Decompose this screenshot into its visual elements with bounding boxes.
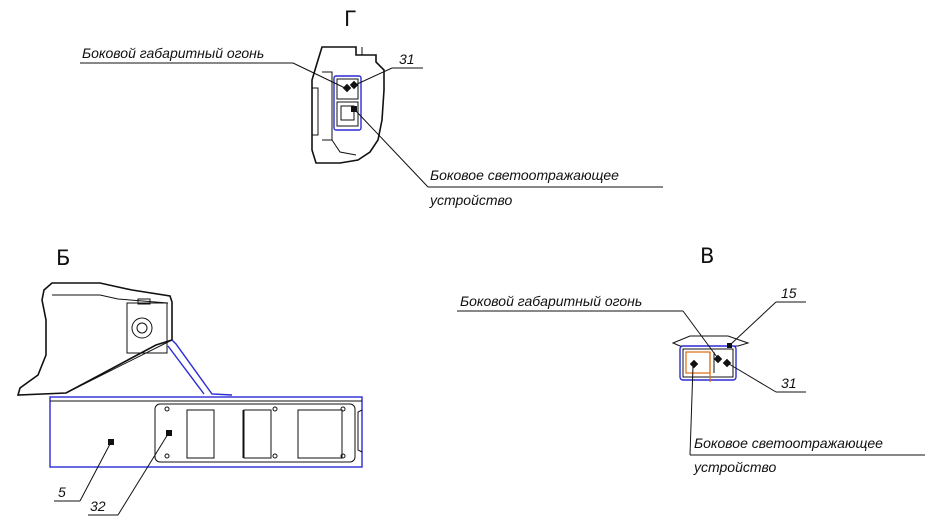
view-v-marker-reflector <box>689 359 699 369</box>
leader-v-31 <box>728 363 777 393</box>
view-b-window-1 <box>186 409 215 459</box>
label-b-32: 32 <box>90 498 106 514</box>
view-g-top-notch <box>356 47 363 56</box>
view-g: Г Боковой габаритный огонь 31 Боковое св… <box>80 7 663 208</box>
label-v-reflector-line1: Боковое светоотражающее <box>694 435 883 451</box>
view-b-lamp-cap <box>137 298 151 305</box>
view-g-marker-dot-3 <box>351 106 357 112</box>
view-b-marker-32 <box>166 430 172 436</box>
view-b-panel-right-lip <box>357 409 363 453</box>
view-b: Б 5 <box>16 246 363 516</box>
view-g-lamp-housing <box>333 75 362 131</box>
leader-g-reflector <box>355 110 429 188</box>
view-b-round-lamp <box>131 317 153 339</box>
view-title-v: В <box>700 244 714 268</box>
view-g-side-bracket <box>312 87 319 136</box>
view-b-lamp-block <box>126 302 168 354</box>
view-title-g: Г <box>344 7 357 31</box>
view-b-cab-roofline <box>52 294 169 304</box>
view-v-cap <box>671 335 750 347</box>
label-g-reflector-line1: Боковое светоотражающее <box>430 167 619 183</box>
view-g-marker-dot-2 <box>349 80 359 90</box>
view-title-b: Б <box>56 246 70 270</box>
view-g-inner-frame <box>322 71 333 141</box>
view-b-support-strut <box>65 339 173 394</box>
view-b-hole-2 <box>164 453 170 459</box>
leader-v-reflector <box>689 365 694 456</box>
view-v-marker-31 <box>722 358 732 368</box>
label-v-31: 31 <box>781 375 797 391</box>
view-b-mount-strap-2 <box>167 345 205 395</box>
view-g-marker-dot-1 <box>342 83 352 93</box>
view-g-bottom-curve <box>331 139 357 156</box>
view-g-reflector <box>336 101 359 127</box>
leader-b-5 <box>79 443 111 502</box>
view-v-housing <box>679 345 737 381</box>
view-b-window-plate <box>154 403 356 463</box>
leader-v-side-marker <box>682 310 718 358</box>
view-b-mount-strap <box>171 339 233 396</box>
label-b-5: 5 <box>58 484 66 500</box>
label-g-side-marker: Боковой габаритный огонь <box>82 45 264 61</box>
view-b-round-lamp-inner <box>136 322 148 334</box>
view-v-marker-15 <box>727 343 732 348</box>
leader-b-32 <box>117 433 169 516</box>
view-v: В Боковой габаритный огонь 15 31 Боковое… <box>457 244 925 475</box>
label-g-31: 31 <box>399 51 415 67</box>
view-b-hole-6 <box>272 453 278 459</box>
view-g-side-marker-lamp <box>336 78 359 100</box>
view-g-reflector-inner <box>340 105 355 121</box>
label-v-reflector-line2: устройство <box>693 459 777 475</box>
view-b-hole-3 <box>340 406 346 412</box>
label-v-15: 15 <box>781 285 797 301</box>
view-b-window-2 <box>243 409 272 459</box>
view-v-marker-side <box>713 354 723 364</box>
view-b-hole-4 <box>340 453 346 459</box>
view-b-main-panel <box>49 396 363 468</box>
view-b-cab-outline <box>16 282 173 396</box>
leader-g-side-marker <box>292 62 346 89</box>
view-g-body-outline <box>311 46 385 164</box>
view-v-reflector <box>685 351 711 374</box>
view-v-housing-inner <box>682 348 734 378</box>
leader-v-15 <box>730 301 777 345</box>
label-g-reflector-line2: устройство <box>429 192 513 208</box>
leader-g-31 <box>354 67 393 86</box>
view-b-hole-1 <box>164 406 170 412</box>
view-b-window-3 <box>297 409 343 459</box>
label-v-side-marker: Боковой габаритный огонь <box>460 293 642 309</box>
view-b-marker-5 <box>108 439 114 445</box>
view-b-hole-5 <box>272 406 278 412</box>
